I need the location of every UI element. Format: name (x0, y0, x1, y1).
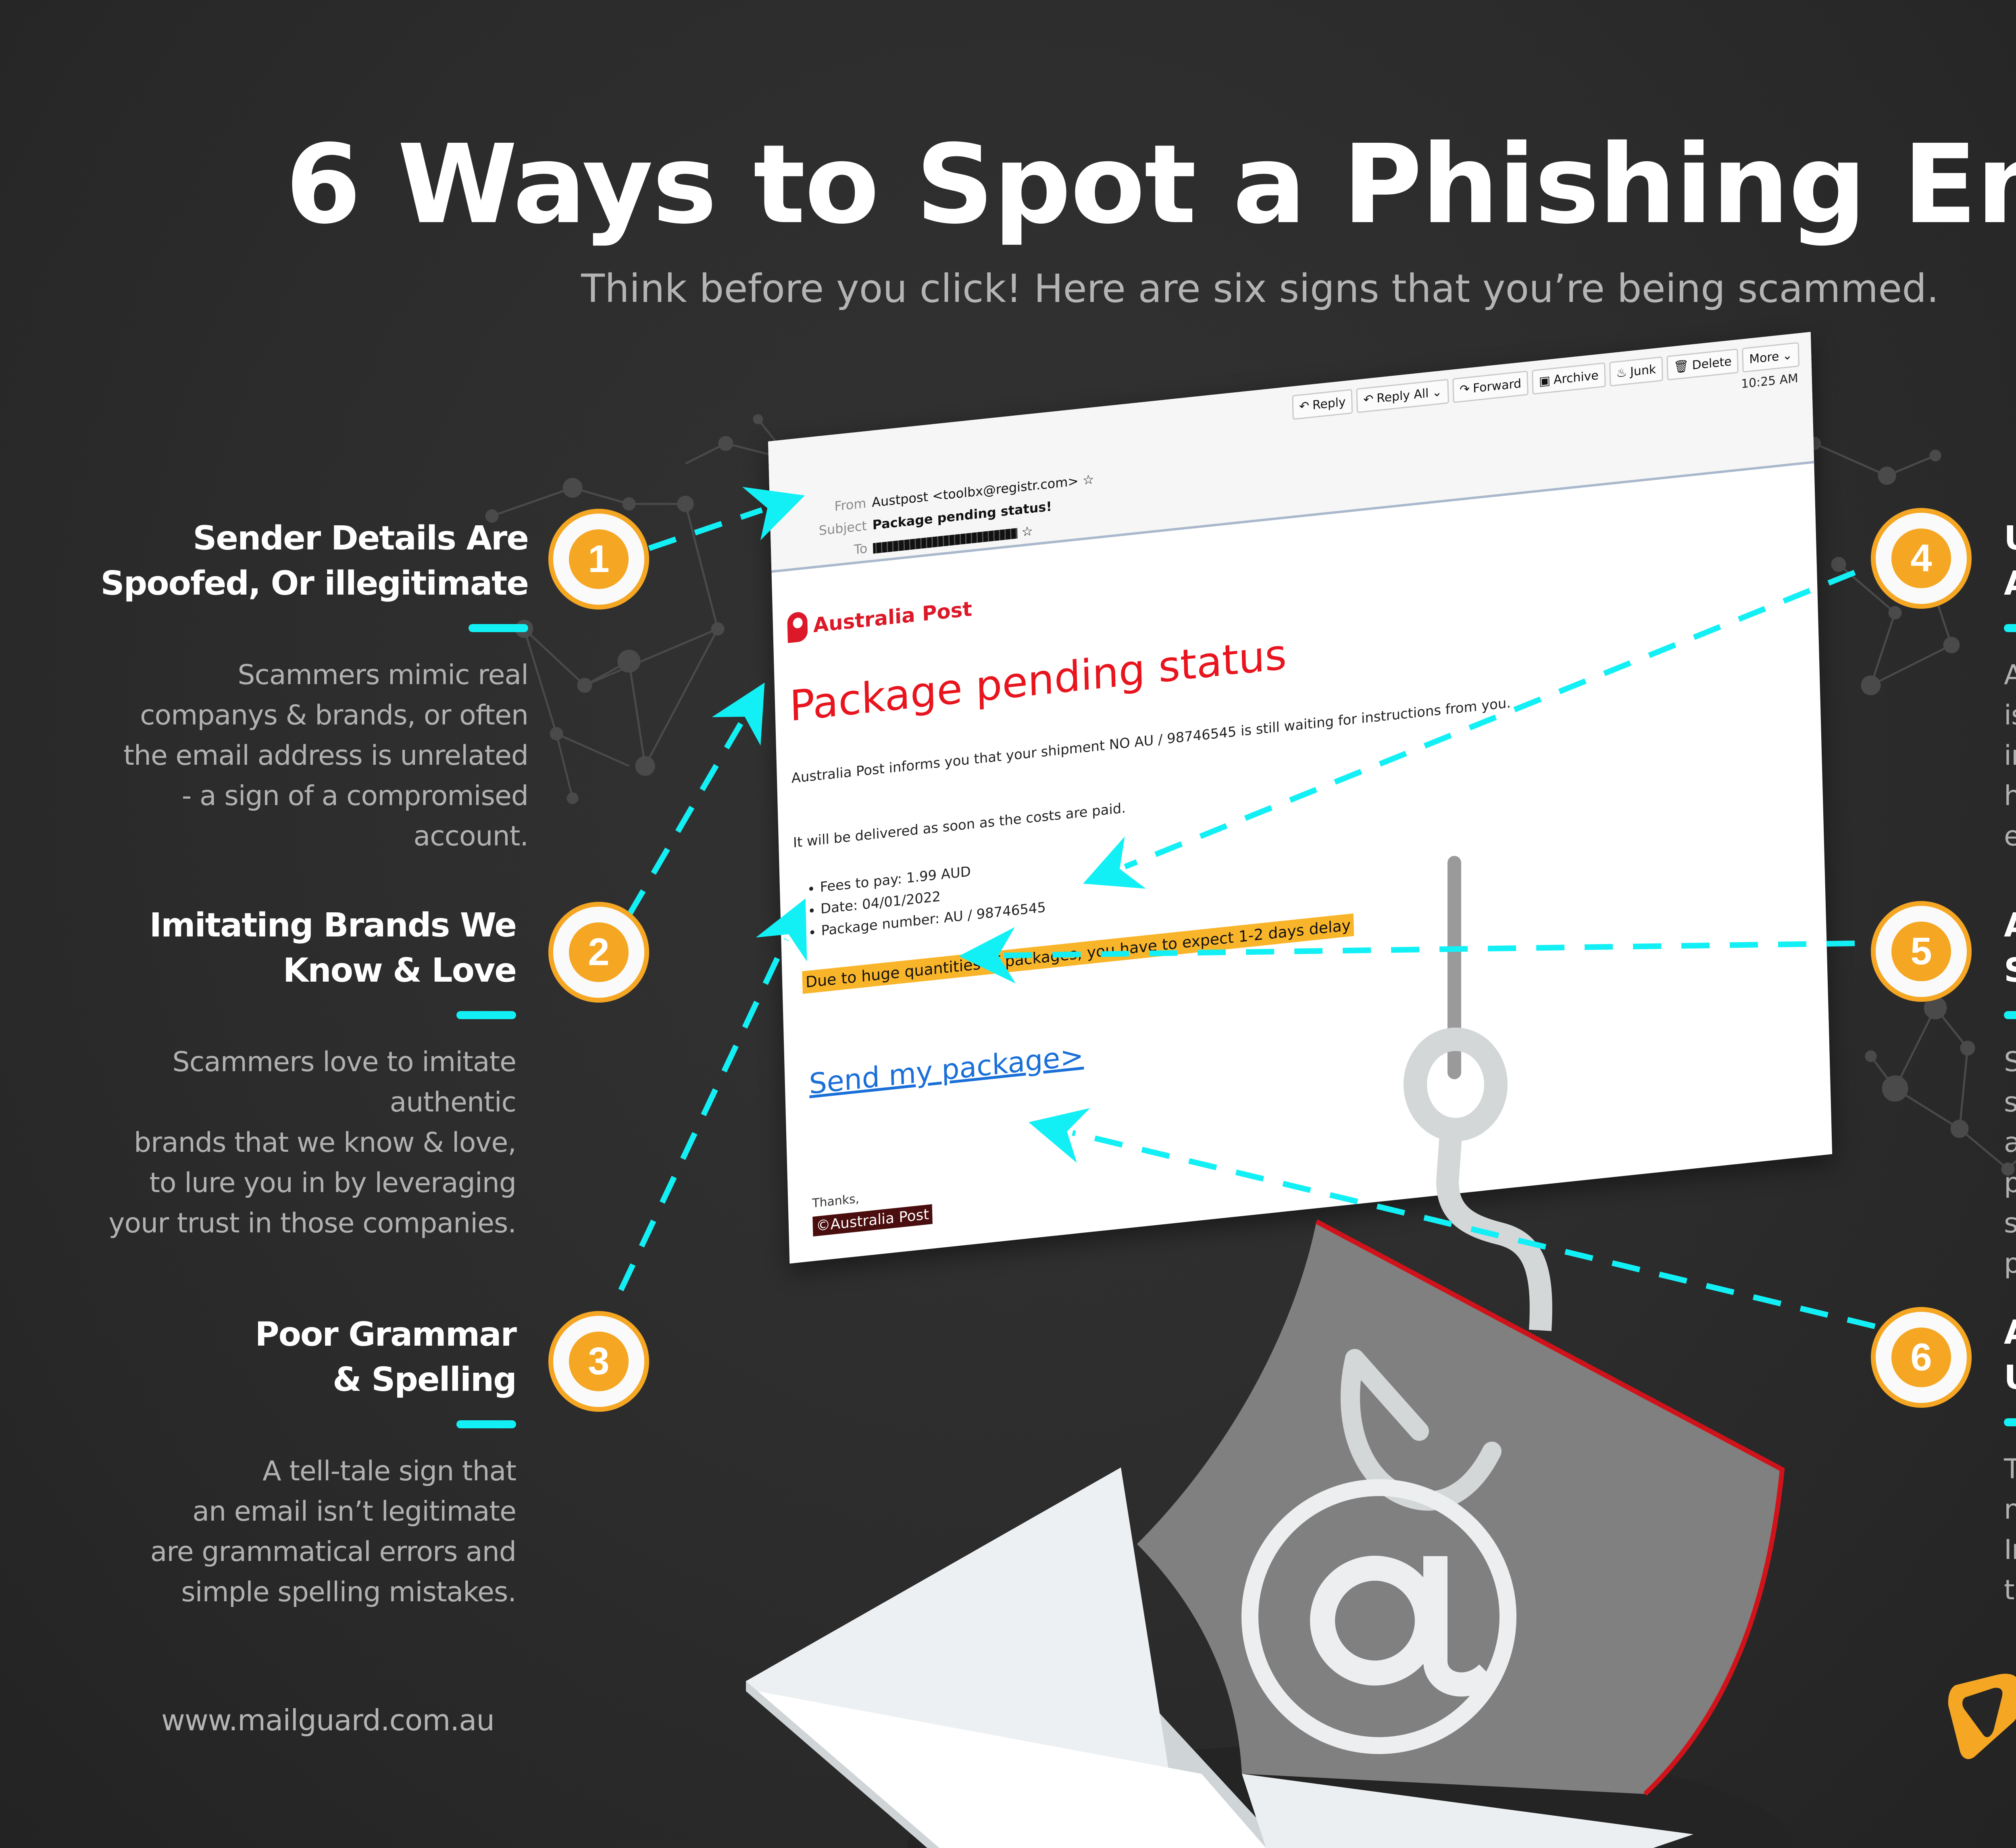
cyan-divider (2004, 1418, 2016, 1426)
letter-red-edge (1315, 1219, 1785, 1796)
connector-6 (1029, 1108, 1876, 1329)
cyan-divider (456, 1420, 516, 1428)
hook-shank-icon (1436, 1124, 1552, 1331)
page-subtitle: Think before you click! Here are six sig… (581, 266, 1939, 311)
mailguard-logo: mailguard (1943, 1669, 2016, 1762)
cyan-divider (456, 1011, 516, 1019)
tip-6: A Hidden Nasty,URL Or Malicious File To … (2004, 1310, 2016, 1611)
tip-4: Urgent, MustAct Now!!! A much-loved tact… (2004, 516, 2016, 857)
cyan-divider (469, 624, 528, 632)
envelope-right-flap (1242, 1774, 1693, 1848)
envelope-left-flap (746, 1467, 1169, 1774)
badge-4: 4 (1871, 508, 1972, 609)
connector-4 (1083, 570, 1856, 889)
cyan-divider (2004, 1011, 2016, 1019)
badge-5: 5 (1871, 901, 1972, 1002)
badge-2: 2 (548, 902, 649, 1003)
connector-5 (959, 927, 1855, 984)
tip-5: A SeeminglySmall Ask Scams sometimes inc… (2004, 903, 2016, 1284)
badge-3: 3 (548, 1311, 649, 1412)
badge-6: 6 (1871, 1307, 1972, 1408)
cyan-divider (2004, 624, 2016, 632)
mailguard-icon (1948, 1673, 2016, 1759)
footer-url[interactable]: www.mailguard.com.au (161, 1703, 495, 1737)
connector-2 (626, 683, 765, 917)
connector-3 (618, 898, 807, 1291)
badge-1: 1 (548, 509, 649, 610)
tip-3: Poor Grammar& Spelling A tell-tale sign … (150, 1315, 517, 1608)
page-title: 6 Ways to Spot a Phishing Email (285, 121, 2016, 248)
connector-1 (648, 487, 805, 551)
at-sign-icon (1241, 1479, 1516, 1754)
envelope-front (746, 1689, 1266, 1848)
